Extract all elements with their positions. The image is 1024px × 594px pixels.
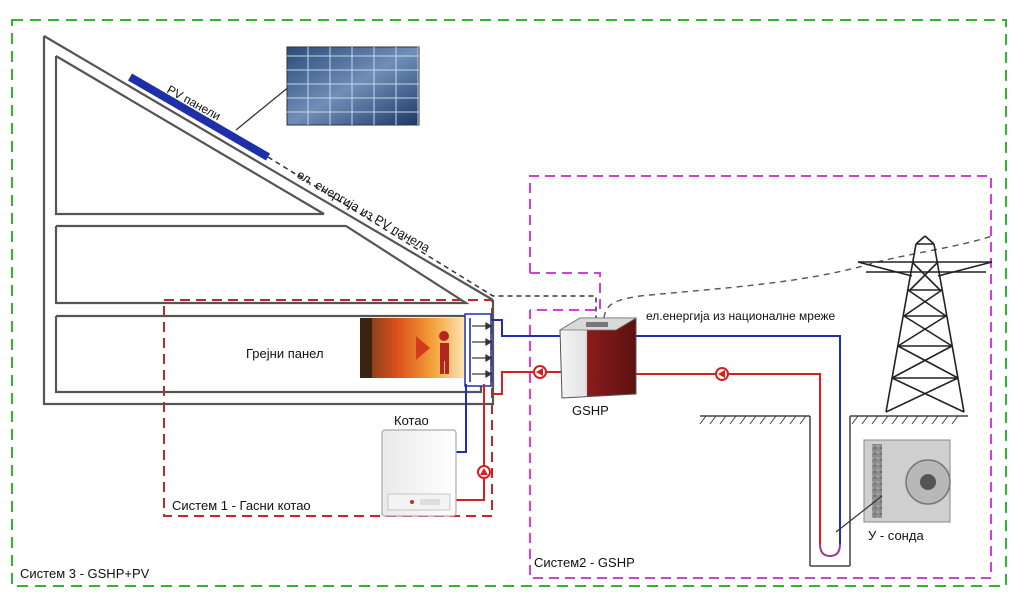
pv-callout-line [235,85,291,131]
u-probe-label: У - сонда [868,528,924,543]
boiler-supply-pipe [456,384,485,501]
u-probe-loop [819,543,841,558]
return-pipe-to-gshp [491,319,560,337]
heating-panel-label: Грејни панел [246,346,324,361]
ground-loop-return-pipe [636,335,841,544]
borehole [809,416,851,567]
pv-photo [286,46,420,126]
pv-energy-line [267,156,597,318]
system1-label: Систем 1 - Гасни котао [172,498,311,513]
ground-surface [699,415,968,425]
u-probe-photo [863,439,951,523]
circulation-pump-2 [477,465,491,479]
manifold [464,313,493,387]
power-tower-icon [857,235,993,413]
system3-label: Систем 3 - GSHP+PV [20,566,150,581]
system3-boundary [11,19,1007,587]
gas-boiler [381,429,457,517]
supply-pipe-from-gshp [491,371,562,395]
circulation-pump-3 [715,367,729,381]
boiler-return-pipe [456,384,467,453]
ground-loop-supply-pipe [636,373,821,544]
system2-boundary [529,175,992,579]
grid-energy-line [603,235,993,319]
system1-boundary [163,299,493,517]
pv-panel [127,73,271,161]
gshp-unit [558,317,638,399]
circulation-pump-1 [533,365,547,379]
system2-label: Систем2 - GSHP [534,555,635,570]
system2-boundary-notch [530,272,601,311]
house [42,35,495,406]
heating-panel-image [360,318,464,378]
boiler-label: Котао [394,413,429,428]
u-probe-callout-line [835,495,883,533]
gshp-label: GSHP [572,403,609,418]
grid-energy-label: ел.енергија из националне мреже [646,309,836,323]
pv-energy-label: ел. енергија из PV панела [295,167,433,255]
